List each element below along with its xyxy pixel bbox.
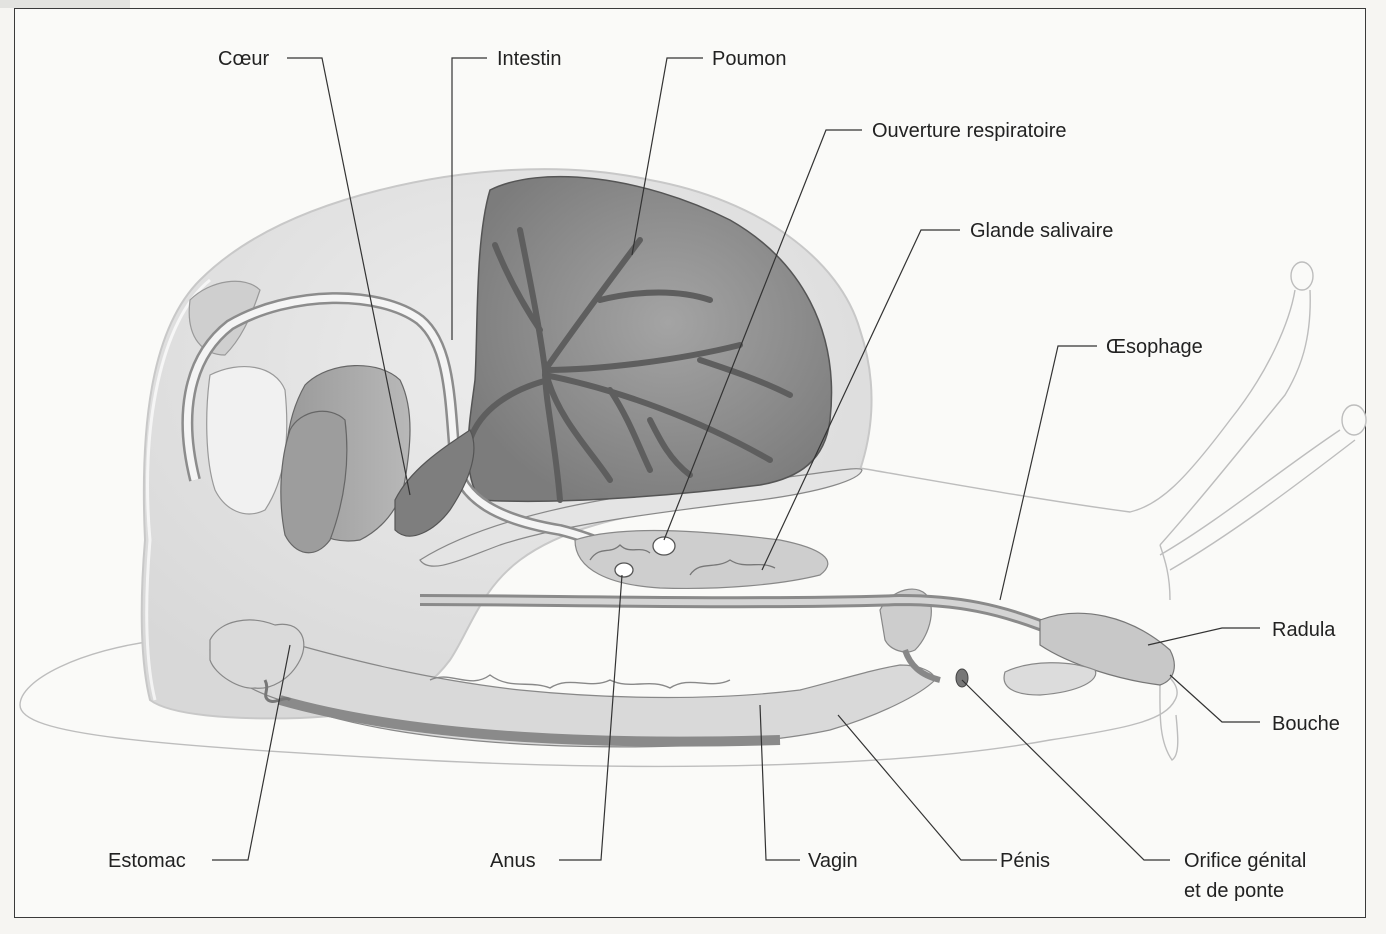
label-anus: Anus	[490, 850, 536, 872]
foregut	[420, 531, 1174, 695]
label-coeur: Cœur	[218, 48, 269, 70]
label-oesophage: Œsophage	[1106, 336, 1203, 358]
label-bouche: Bouche	[1272, 713, 1340, 735]
label-vagin: Vagin	[808, 850, 858, 872]
label-intestin: Intestin	[497, 48, 561, 70]
label-orifice-line2: et de ponte	[1184, 880, 1284, 902]
label-ouverture-respiratoire: Ouverture respiratoire	[872, 120, 1067, 142]
label-radula: Radula	[1272, 619, 1336, 641]
label-glande-salivaire: Glande salivaire	[970, 220, 1113, 242]
label-orifice-line1: Orifice génital	[1184, 850, 1306, 872]
label-penis: Pénis	[1000, 850, 1050, 872]
label-poumon: Poumon	[712, 48, 787, 70]
label-estomac: Estomac	[108, 850, 186, 872]
lung	[468, 177, 831, 502]
anus-opening	[615, 563, 633, 577]
